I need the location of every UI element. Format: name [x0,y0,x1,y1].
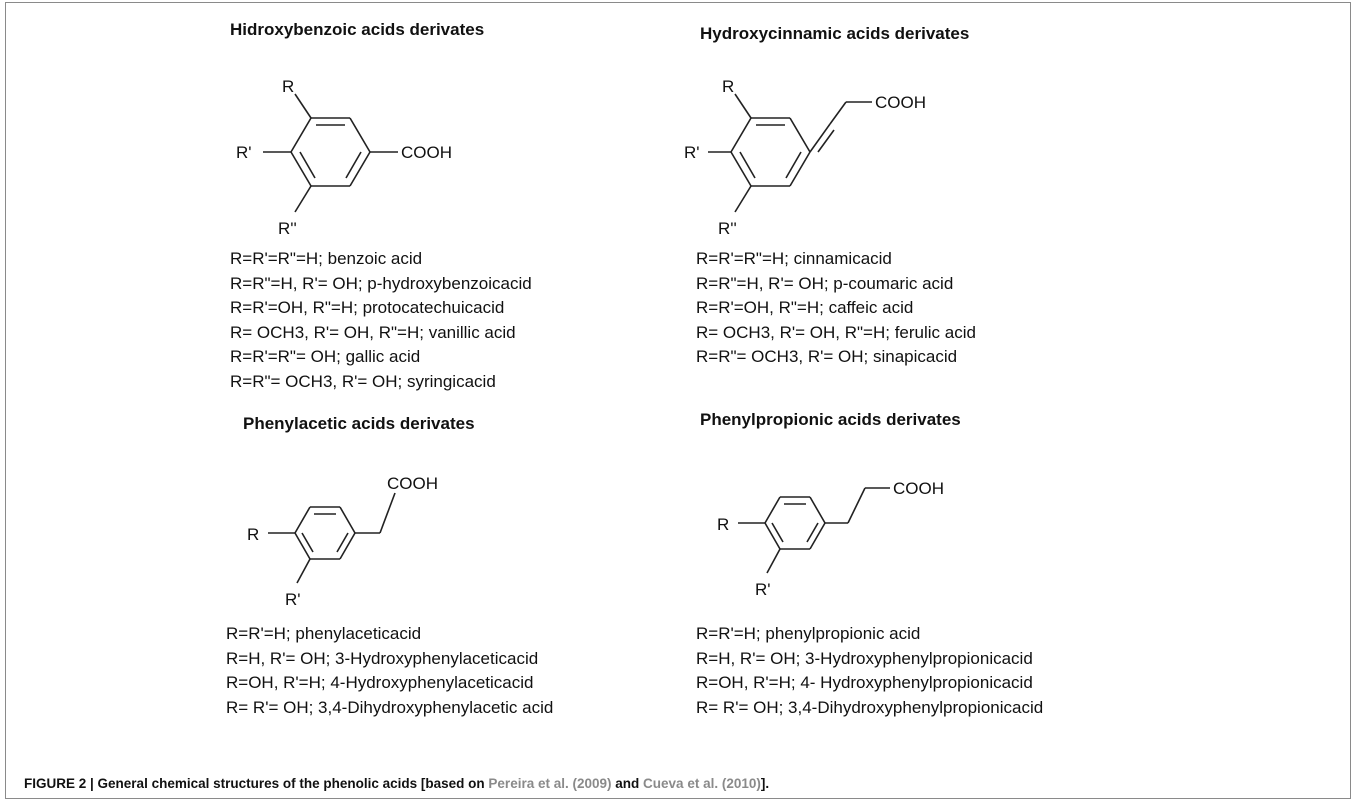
substituent-list-phenylpropionic: R=R'=H; phenylpropionic acid R=H, R'= OH… [696,622,1043,720]
substituent-list-hydroxybenzoic: R=R'=R"=H; benzoic acid R=R"=H, R'= OH; … [230,247,532,395]
structure-phenylpropionic: R R' COOH [717,479,944,599]
figure-caption: FIGURE 2 | General chemical structures o… [24,776,769,791]
list-item: R=R'=OH, R"=H; protocatechuicacid [230,298,505,318]
caption-text: ]. [760,776,770,791]
list-item: R=R'=R"=H; cinnamicacid [696,249,892,268]
ring-double-bond [345,151,362,179]
ring-bond [789,151,811,187]
ring-double-bond [299,151,316,179]
ring-double-bond [771,522,784,543]
ring-double-bond [806,522,819,543]
list-item: R= OCH3, R'= OH, R"=H; ferulic acid [696,322,976,342]
list-item: R=OH, R'=H; 4-Hydroxyphenylaceticacid [226,673,534,693]
label-cooh: COOH [401,143,452,162]
list-item: R=H, R'= OH; 3-Hydroxyphenylpropionicaci… [696,648,1033,668]
structure-hydroxycinnamic: R R' R'' COOH [684,77,926,238]
bond-r-double-prime [734,185,752,213]
list-item: R=OH, R'=H; 4- Hydroxyphenylpropionicaci… [696,673,1033,693]
panel-title-hydroxycinnamic: Hydroxycinnamic acids derivates [700,24,970,43]
bond-r [734,93,752,119]
label-r-double-prime: R'' [718,219,737,238]
figure-frame [5,2,1351,799]
substituent-list-hydroxycinnamic: R=R'=R"=H; cinnamicacid R=R"=H, R'= OH; … [696,247,976,370]
ring-double-bond [301,532,314,553]
list-item: R= R'= OH; 3,4-Dihydroxyphenylpropionica… [696,697,1044,717]
substituent-list-phenylacetic: R=R'=H; phenylaceticacid R=H, R'= OH; 3-… [226,622,553,720]
ring-bond [349,117,371,153]
ring-double-bond [739,151,756,179]
label-r: R [722,77,734,96]
list-item: R=R"= OCH3, R'= OH; syringicacid [230,371,496,391]
ring-bond [290,151,312,187]
reference-link-pereira[interactable]: Pereira et al. (2009) [488,776,612,791]
label-r: R [247,525,259,544]
chain-bond [847,487,866,524]
list-item: R=H, R'= OH; 3-Hydroxyphenylaceticacid [226,648,539,668]
list-item: R=R"= OCH3, R'= OH; sinapicacid [696,347,958,367]
list-item: R=R"=H, R'= OH; p-coumaric acid [696,273,954,293]
ring-bond [294,532,311,560]
list-item: R=R'=H; phenylaceticacid [226,624,422,643]
label-r-prime: R' [684,143,700,162]
ring-bond [809,496,826,524]
label-r-prime: R' [236,143,252,162]
caption-text: and [615,776,640,791]
list-item: R=R'=H; phenylpropionic acid [696,624,921,643]
bond-r-double-prime [294,185,312,213]
ring-bond [764,496,781,524]
structure-hydroxybenzoic: R R' R'' COOH [236,77,452,238]
bond-r [294,93,312,119]
bond-r-prime [296,558,311,584]
ring-bond [730,151,752,187]
label-cooh: COOH [387,474,438,493]
panel-title-hydroxybenzoic: Hidroxybenzoic acids derivates [230,20,485,39]
ring-bond [349,151,371,187]
ring-bond [809,522,826,550]
ring-bond [339,532,356,560]
list-item: R= R'= OH; 3,4-Dihydroxyphenylacetic aci… [226,697,554,717]
panel-title-phenylacetic: Phenylacetic acids derivates [243,414,475,433]
label-r-prime: R' [285,590,301,609]
ring-double-bond [336,532,349,553]
chain-bond [829,101,847,125]
label-r-double-prime: R'' [278,219,297,238]
structure-phenylacetic: R R' COOH [247,474,438,609]
ring-bond [789,117,811,153]
label-cooh: COOH [875,93,926,112]
chain-double-bond [817,129,835,153]
list-item: R= OCH3, R'= OH, R"=H; vanillic acid [230,322,516,342]
ring-bond [339,506,356,534]
ring-bond [764,522,781,550]
chain-bond [809,123,831,153]
list-item: R=R'=R"= OH; gallic acid [230,347,421,367]
ring-bond [294,506,311,534]
caption-text: FIGURE 2 | General chemical structures o… [24,776,485,791]
bond-r-prime [766,548,781,574]
ring-bond [730,117,752,153]
bond-cooh [379,492,396,534]
list-item: R=R"=H, R'= OH; p-hydroxybenzoicacid [230,273,532,293]
ring-bond [290,117,312,153]
list-item: R=R'=OH, R"=H; caffeic acid [696,298,914,318]
ring-double-bond [785,151,802,179]
label-r: R [717,515,729,534]
panel-title-phenylpropionic: Phenylpropionic acids derivates [700,410,961,429]
label-cooh: COOH [893,479,944,498]
list-item: R=R'=R"=H; benzoic acid [230,249,423,268]
label-r-prime: R' [755,580,771,599]
label-r: R [282,77,294,96]
reference-link-cueva[interactable]: Cueva et al. (2010) [643,776,761,791]
